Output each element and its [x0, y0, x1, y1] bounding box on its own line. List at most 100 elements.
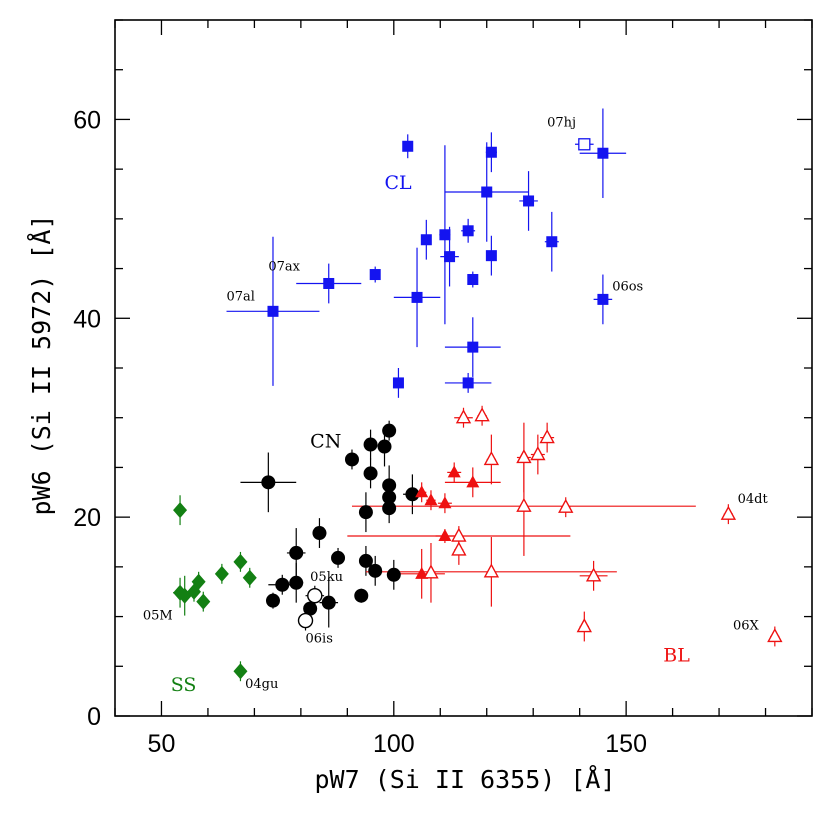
data-point [242, 569, 257, 586]
group-label: CN [310, 431, 341, 453]
y-tick-label: 40 [73, 305, 101, 333]
group-label: CL [385, 172, 413, 194]
data-point [423, 564, 439, 579]
point-label: 04dt [738, 492, 769, 507]
data-point [481, 186, 493, 198]
data-point [312, 526, 327, 541]
data-point [354, 588, 369, 603]
data-point [439, 229, 451, 241]
data-point [523, 195, 535, 207]
data-point [214, 565, 229, 582]
data-point [405, 487, 420, 502]
data-point [455, 409, 472, 424]
data-point [467, 274, 479, 286]
y-tick-label: 0 [87, 703, 101, 731]
data-point [451, 541, 467, 556]
data-point [289, 545, 304, 560]
data-point [585, 567, 602, 582]
data-point [386, 567, 401, 582]
point-label: 05M [143, 609, 173, 624]
point-label: 04gu [245, 677, 278, 692]
data-point [483, 451, 500, 466]
data-point [344, 452, 359, 467]
data-point [467, 341, 479, 353]
data-point [303, 601, 318, 616]
data-point [474, 407, 490, 422]
data-point [382, 501, 397, 516]
data-point [261, 475, 276, 490]
data-point [196, 593, 211, 610]
data-point [451, 527, 467, 542]
data-point [485, 146, 497, 158]
data-point [578, 138, 591, 151]
x-axis-title: pW7 (Si II 6355) [Å] [314, 765, 615, 794]
data-point [331, 550, 346, 565]
data-point [267, 305, 279, 317]
data-point [447, 465, 461, 478]
data-point [358, 553, 373, 568]
point-label: 06os [612, 279, 643, 294]
data-point [233, 553, 248, 570]
plot-border [114, 19, 813, 717]
plot-frame [114, 19, 813, 717]
data-point [438, 529, 452, 542]
data-point [546, 236, 558, 248]
data-point [767, 627, 783, 643]
data-point [307, 587, 323, 604]
group-label: SS [171, 674, 197, 696]
point-label: 07al [227, 289, 255, 304]
data-point [415, 485, 429, 498]
data-point [720, 505, 737, 520]
data-point [597, 293, 609, 305]
point-label: 05ku [310, 570, 343, 585]
data-point [438, 496, 452, 509]
data-point [369, 269, 381, 281]
data-point [289, 575, 304, 590]
data-point [382, 478, 397, 493]
data-point [402, 140, 414, 152]
data-point [233, 663, 248, 680]
data-point [424, 493, 438, 506]
data-point [392, 377, 404, 389]
data-point [539, 429, 555, 444]
data-point [530, 446, 546, 461]
data-point [191, 573, 206, 590]
data-point [576, 618, 592, 633]
data-point [265, 593, 280, 608]
error-bars [173, 108, 780, 682]
data-point [516, 497, 532, 512]
data-point [323, 277, 335, 289]
data-point [411, 291, 423, 303]
data-point [382, 423, 397, 438]
data-point [558, 498, 574, 513]
x-tick-label: 100 [373, 730, 415, 758]
data-point [516, 449, 532, 464]
data-point [321, 595, 336, 610]
point-label: 07ax [268, 260, 300, 275]
data-point [377, 439, 392, 454]
x-tick-label: 50 [148, 730, 176, 758]
data-markers [173, 138, 783, 680]
data-point [363, 437, 378, 452]
data-point [462, 377, 474, 389]
data-point [597, 147, 609, 159]
x-tick-label: 150 [605, 730, 647, 758]
y-tick-label: 20 [73, 504, 101, 532]
data-point [485, 250, 497, 262]
data-point [420, 234, 432, 246]
data-point [358, 505, 373, 520]
group-label: BL [663, 644, 690, 666]
data-point [363, 466, 378, 481]
data-point [275, 577, 290, 592]
point-label: 06X [733, 618, 760, 633]
data-point [297, 612, 314, 629]
data-point [466, 475, 480, 488]
data-point [462, 225, 474, 237]
data-point [444, 251, 456, 263]
data-point [368, 563, 383, 578]
data-point [173, 502, 188, 519]
y-axis-title: pW6 (Si II 5972) [Å] [27, 214, 56, 515]
data-point [382, 490, 397, 505]
data-point [483, 563, 500, 578]
